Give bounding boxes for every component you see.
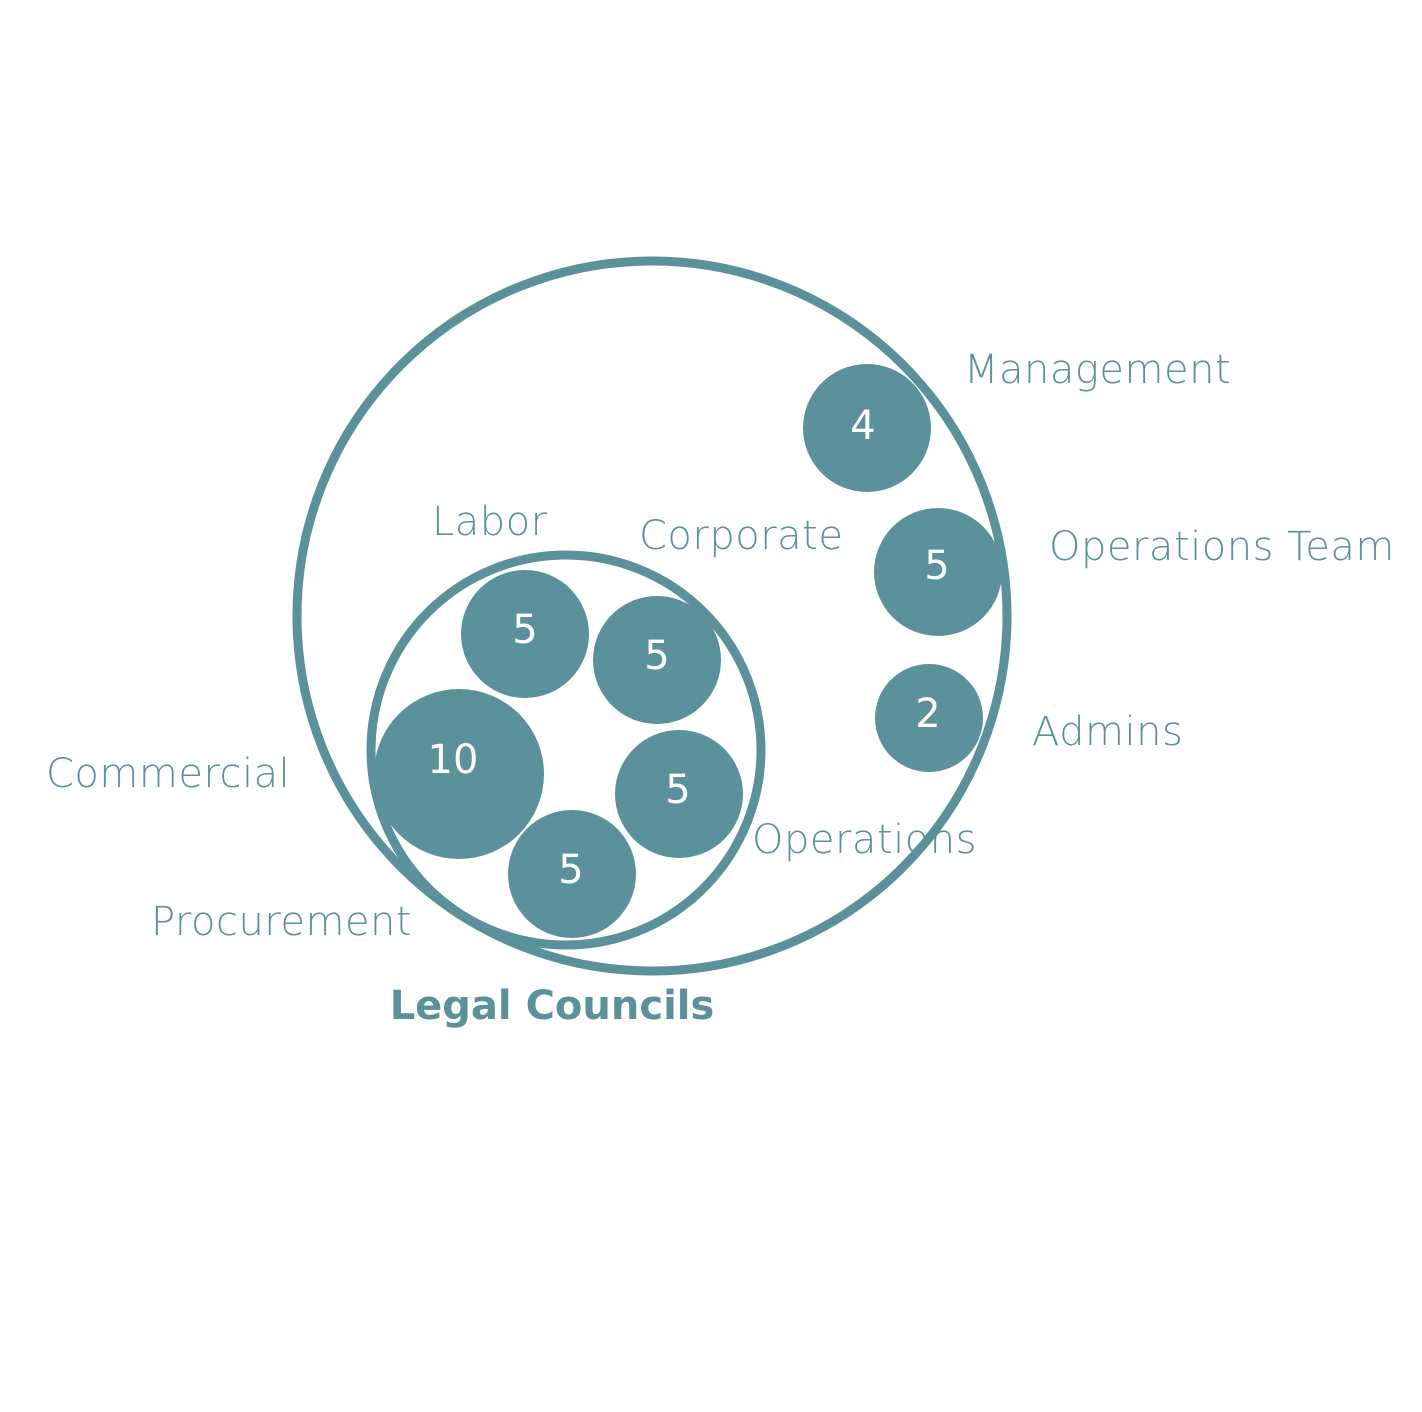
bubble-value: 5	[924, 543, 949, 589]
bubble-operations: 5	[615, 730, 743, 858]
bubble-value: 2	[915, 691, 940, 737]
bubble-value: 10	[428, 737, 479, 783]
bubble-value: 5	[665, 767, 690, 813]
label-corporate: Corporate	[639, 513, 843, 559]
bubble-value: 5	[512, 607, 537, 653]
bubble-admins: 2	[875, 664, 983, 772]
label-labor: Labor	[432, 499, 548, 545]
label-operations: Operations	[752, 817, 977, 863]
organization-outer-circle	[292, 256, 1012, 976]
label-operations-team: Operations Team	[1049, 524, 1395, 570]
bubble-corporate: 5	[593, 596, 721, 724]
label-procurement: Procurement	[151, 899, 412, 945]
bubble-procurement: 5	[508, 810, 636, 938]
bubble-commercial: 10	[374, 689, 544, 859]
label-admins: Admins	[1032, 709, 1183, 755]
bubble-labor: 5	[461, 570, 589, 698]
label-management: Management	[964, 347, 1231, 393]
bubble-operations-team: 5	[874, 508, 1002, 636]
bubble-value: 4	[850, 403, 875, 449]
label-commercial: Commercial	[46, 751, 290, 797]
bubble-value: 5	[644, 633, 669, 679]
label-legal-councils: Legal Councils	[390, 983, 715, 1029]
legal-councils-circle	[366, 550, 766, 950]
bubble-value: 5	[558, 847, 583, 893]
bubble-management: 4	[803, 364, 931, 492]
